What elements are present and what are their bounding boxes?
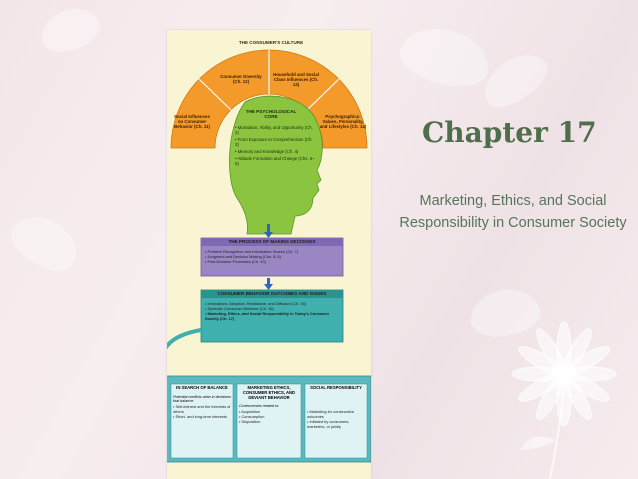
bottom-box-title: IN SEARCH OF BALANCE bbox=[173, 386, 231, 391]
bottom-box-list: • Self-interest and the interests of oth… bbox=[173, 404, 231, 419]
outcomes-title: CONSUMER BEHAVIOR OUTCOMES AND ISSUES bbox=[203, 292, 341, 297]
decisions-list: • Problem Recognition and Information Se… bbox=[205, 249, 341, 264]
core-title: THE PSYCHOLOGICAL CORE bbox=[243, 110, 299, 120]
list-item: • Self-interest and the interests of oth… bbox=[173, 404, 231, 414]
core-list: • Motivation, Ability, and Opportunity (… bbox=[235, 126, 317, 167]
list-item: • Marketing, Ethics, and Social Responsi… bbox=[205, 311, 341, 321]
bottom-box-balance: IN SEARCH OF BALANCE Potential conflicts… bbox=[173, 386, 231, 419]
outcomes-list: • Innovations: Adoption, Resistance, and… bbox=[205, 301, 341, 321]
culture-title: THE CONSUMER'S CULTURE bbox=[231, 41, 311, 46]
decisions-title: THE PROCESS OF MAKING DECISIONS bbox=[203, 240, 341, 245]
bottom-box-title: SOCIAL RESPONSIBILITY bbox=[307, 386, 365, 391]
core-item: • Attitude Formation and Change (Chs. 5–… bbox=[235, 157, 317, 167]
bottom-box-title: MARKETING ETHICS, CONSUMER ETHICS, AND D… bbox=[239, 386, 299, 400]
list-item: • Initiated by consumers, marketers, or … bbox=[307, 419, 365, 429]
arch-segment-psychographics: Psychographics: Values, Personality, and… bbox=[319, 114, 367, 129]
list-item: • Marketing for constructive outcomes bbox=[307, 409, 365, 419]
flower-illustration bbox=[470, 300, 638, 479]
core-item: • From Exposure to Comprehension (Ch. 3) bbox=[235, 138, 317, 148]
list-item: • Short- and long-term interests bbox=[173, 414, 231, 419]
bottom-box-social-responsibility: SOCIAL RESPONSIBILITY • Marketing for co… bbox=[307, 386, 365, 429]
core-item: • Memory and Knowledge (Ch. 4) bbox=[235, 150, 317, 155]
bottom-box-list: • Acquisition • Consumption • Dispositio… bbox=[239, 409, 299, 424]
bottom-box-list: • Marketing for constructive outcomes • … bbox=[307, 409, 365, 429]
arch-segment-social-influences: Social Influences on Consumer Behavior (… bbox=[171, 114, 213, 129]
bottom-box-intro: Potential conflicts arise in decisions t… bbox=[173, 395, 231, 404]
arch-segment-household-social-class: Household and Social Class Influences (C… bbox=[273, 72, 319, 87]
core-item: • Motivation, Ability, and Opportunity (… bbox=[235, 126, 317, 136]
bottom-box-ethics: MARKETING ETHICS, CONSUMER ETHICS, AND D… bbox=[239, 386, 299, 424]
slide-title: Chapter 17 bbox=[422, 116, 622, 149]
slide-subtitle: Marketing, Ethics, and Social Responsibi… bbox=[398, 190, 628, 235]
list-item: • Disposition bbox=[239, 419, 299, 424]
consumer-behavior-diagram: THE CONSUMER'S CULTURE Social Influences… bbox=[167, 30, 371, 479]
arch-segment-consumer-diversity: Consumer Diversity (Ch. 12) bbox=[219, 74, 263, 84]
list-item: • Post-Decision Processes (Ch. 10) bbox=[205, 259, 341, 264]
